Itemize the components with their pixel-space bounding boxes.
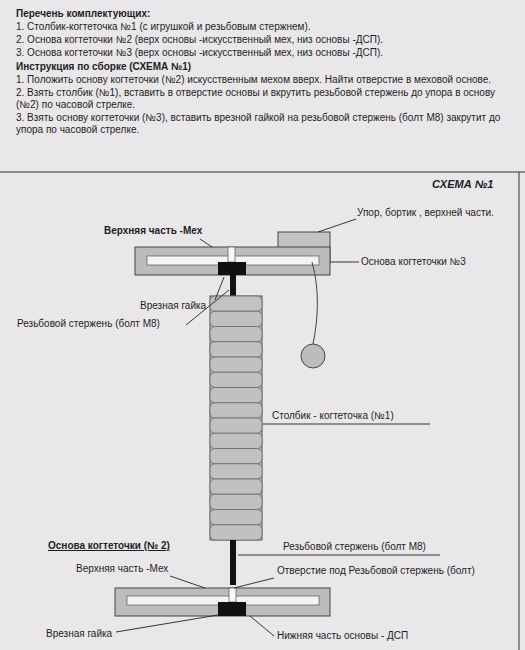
part-heading: Основа когтеточки (№ 2)	[48, 540, 170, 552]
instruction-line: 3. Основа когтеточки №3 (верх основы -ис…	[16, 47, 511, 59]
bolt-hole	[228, 247, 235, 262]
rope-ring	[210, 510, 262, 525]
rope-ring	[210, 357, 262, 372]
part-label: Врезная гайка	[140, 300, 206, 312]
part-label: Резьбовой стержень (болт М8)	[17, 318, 160, 330]
rope-ring	[210, 372, 262, 387]
bolt-hole	[229, 588, 236, 602]
frame-line	[0, 172, 525, 173]
scratching-post	[210, 296, 262, 540]
rope-ring	[210, 403, 262, 418]
leader-line	[170, 576, 205, 588]
part-label: Отверстие под Резьбовой стержень (болт)	[277, 565, 475, 577]
leader-line	[200, 239, 212, 247]
base-board	[135, 247, 330, 275]
toy-ball	[301, 344, 325, 368]
part-label: Нижняя часть основы - ДСП	[277, 630, 408, 642]
parts-and-instructions: Перечень комплектующих:1. Столбик-когтет…	[16, 8, 511, 137]
rope-ring	[210, 388, 262, 403]
rope-ring	[210, 418, 262, 433]
part-label: Столбик - когтеточка (№1)	[272, 410, 394, 422]
rope-ring	[210, 479, 262, 494]
threaded-rod	[230, 275, 236, 296]
rope-ring	[210, 296, 262, 311]
part-label: Верхняя часть -Мех	[76, 563, 168, 575]
leader-line	[250, 616, 274, 636]
leader-line	[263, 424, 430, 425]
part-label: Верхняя часть -Мех	[104, 225, 202, 237]
leader-line	[116, 615, 218, 632]
rope-ring	[210, 327, 262, 342]
rope-ring	[210, 449, 262, 464]
lower-base	[115, 588, 330, 616]
threaded-rod	[230, 540, 236, 585]
leader-line	[234, 578, 274, 588]
leader-line	[330, 262, 359, 263]
post-body	[210, 296, 262, 540]
toy-string	[312, 262, 317, 344]
frame-line	[519, 172, 520, 650]
upper-base	[135, 232, 330, 296]
leader-line	[215, 277, 224, 300]
insert-nut	[218, 262, 246, 275]
schema-title: СХЕМА №1	[432, 178, 493, 190]
instruction-line: 3. Взять основу когтеточки (№3), вставит…	[16, 112, 511, 136]
rope-ring	[210, 525, 262, 540]
part-label: Упор, бортик , верхней части.	[357, 207, 494, 219]
instruction-line: 2. Взять столбик (№1), вставить в отверс…	[16, 87, 511, 111]
section-heading: Перечень комплектующих:	[16, 8, 511, 20]
rope-ring	[210, 464, 262, 479]
insert-nut	[218, 602, 246, 616]
base-board	[115, 588, 330, 616]
part-label: Основа когтеточки №3	[361, 256, 466, 268]
instruction-line: 1. Положить основу когтеточки (№2) искус…	[16, 74, 511, 86]
instruction-line: 1. Столбик-когтеточка №1 (с игрушкой и р…	[16, 21, 511, 33]
part-label: Врезная гайка	[46, 628, 112, 640]
leader-line	[238, 555, 440, 556]
leader-line	[318, 219, 356, 232]
rope-ring	[210, 311, 262, 326]
section-heading: Инструкция по сборке (СХЕМА №1)	[16, 61, 511, 73]
instruction-line: 2. Основа когтеточки №2 (верх основы -ис…	[16, 34, 511, 46]
rope-ring	[210, 494, 262, 509]
rope-ring	[210, 433, 262, 448]
part-label: Резьбовой стержень (болт М8)	[283, 541, 426, 553]
rope-ring	[210, 342, 262, 357]
frame	[0, 172, 525, 650]
